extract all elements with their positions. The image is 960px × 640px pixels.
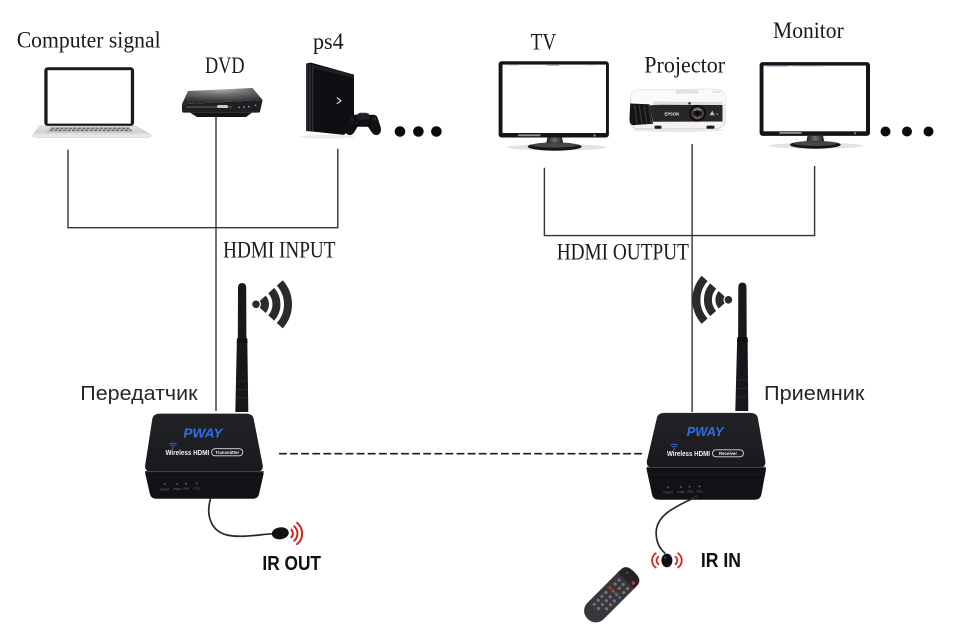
svg-text:s.: s. <box>717 112 720 116</box>
svg-text:DVD: DVD <box>205 53 245 78</box>
svg-text:RESET: RESET <box>664 490 674 494</box>
svg-text:LINK: LINK <box>182 487 190 491</box>
svg-text:Передатчик: Передатчик <box>80 382 198 405</box>
svg-text:OTG: OTG <box>193 486 200 490</box>
svg-text:RESET: RESET <box>160 487 170 491</box>
svg-text:PWR: PWR <box>677 490 685 494</box>
svg-text:PWAY: PWAY <box>687 424 725 439</box>
svg-text:TV: TV <box>531 29 557 54</box>
svg-text:Transmitter: Transmitter <box>215 450 239 455</box>
svg-text:PWAY: PWAY <box>183 426 223 441</box>
svg-text:USB: USB <box>686 490 692 494</box>
svg-text:IR IN: IR IN <box>701 549 741 572</box>
svg-text:Wireless HDMI: Wireless HDMI <box>667 451 710 458</box>
svg-text:ps4: ps4 <box>313 29 344 54</box>
svg-text:EPSON: EPSON <box>665 112 680 117</box>
svg-text:HDMI INPUT: HDMI INPUT <box>223 237 335 262</box>
svg-text:Projector: Projector <box>644 52 725 77</box>
svg-text:Wireless HDMI: Wireless HDMI <box>166 450 210 457</box>
svg-text:Приемник: Приемник <box>764 382 865 405</box>
svg-text:Monitor: Monitor <box>773 18 844 43</box>
svg-text:IR OUT: IR OUT <box>262 552 321 575</box>
svg-text:Computer signal: Computer signal <box>17 28 161 53</box>
svg-text:PWR: PWR <box>173 487 181 491</box>
svg-text:HDMI OUTPUT: HDMI OUTPUT <box>557 239 689 264</box>
svg-text:Receiver: Receiver <box>719 451 737 456</box>
svg-text:OTG: OTG <box>696 489 703 493</box>
